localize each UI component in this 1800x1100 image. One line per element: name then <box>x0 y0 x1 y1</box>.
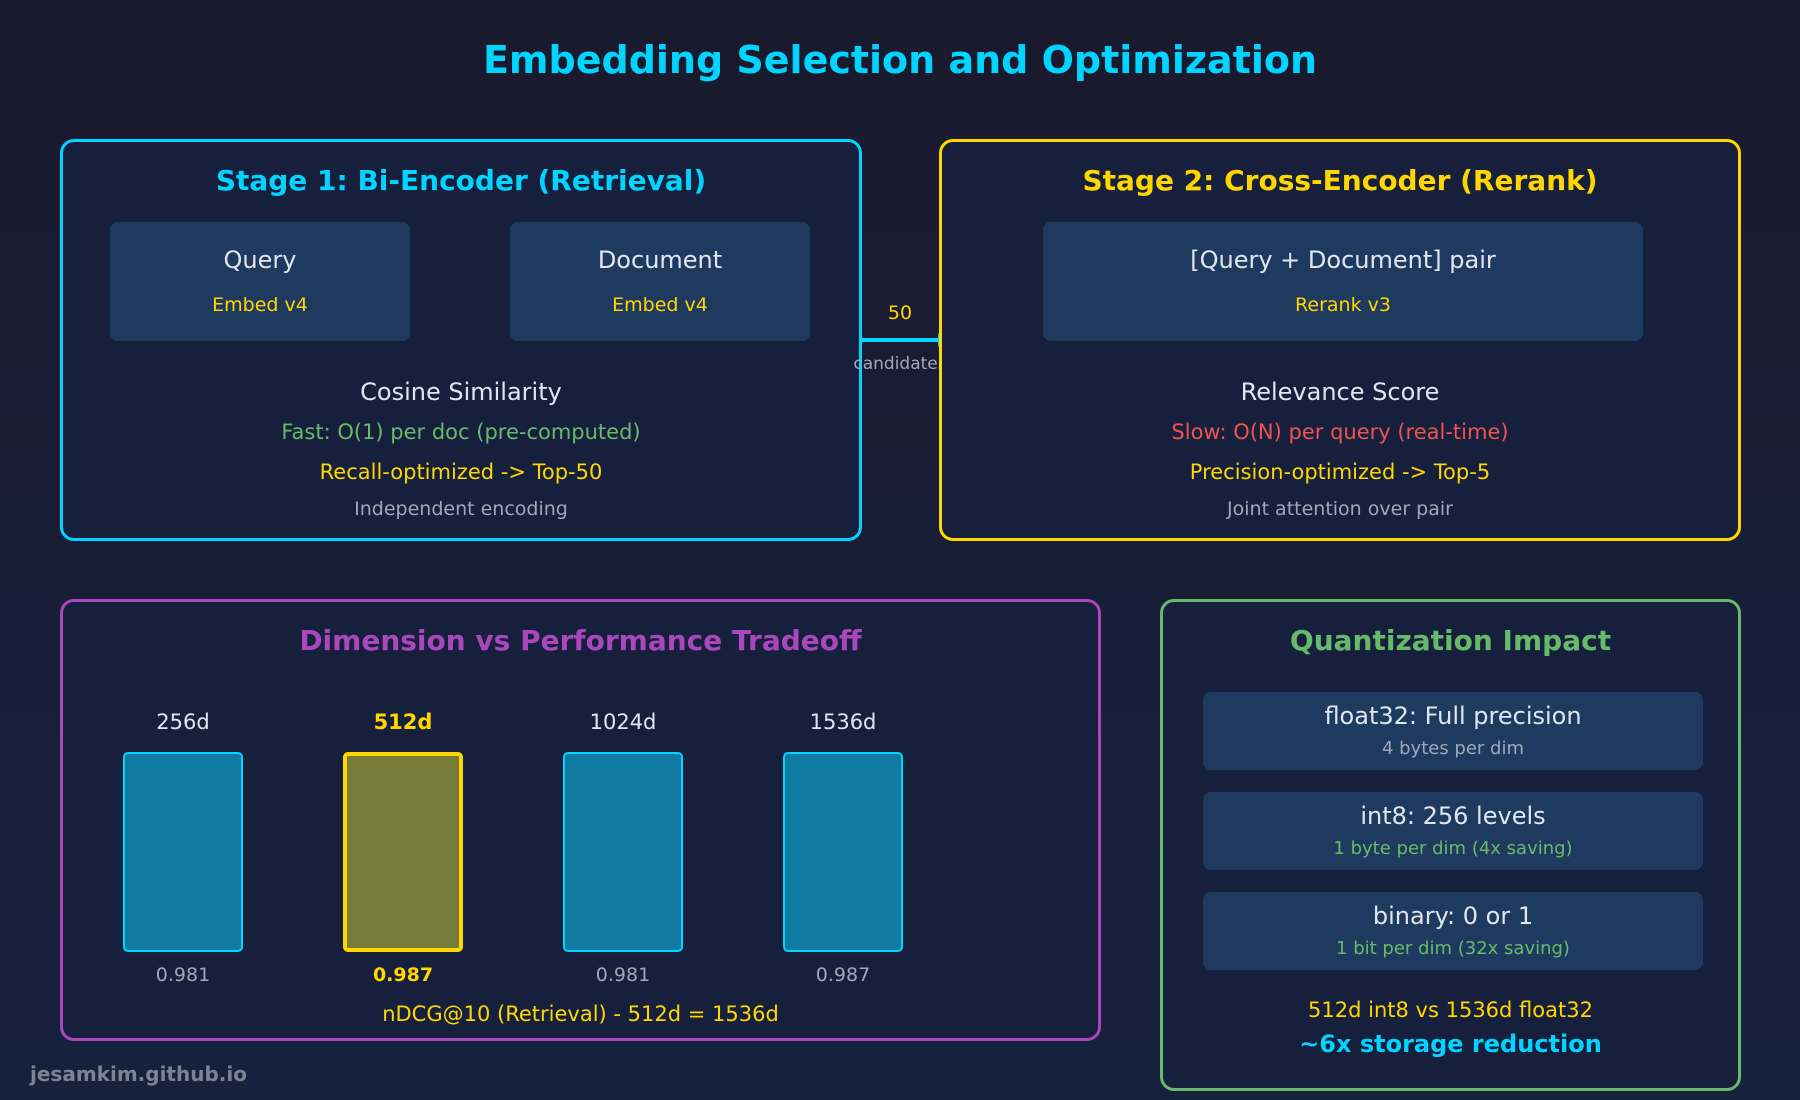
dimension-caption: nDCG@10 (Retrieval) - 512d = 1536d <box>382 1002 779 1026</box>
page-title: Embedding Selection and Optimization <box>482 38 1318 82</box>
quant-binary-box: binary: 0 or 1 1 bit per dim (32x saving… <box>1203 892 1703 970</box>
bar <box>783 752 903 952</box>
flow-arrow-icon <box>860 333 948 347</box>
bar-label: 1536d <box>809 710 877 734</box>
quant-float32-label: float32: Full precision <box>1324 702 1582 730</box>
bar <box>123 752 243 952</box>
query-model: Embed v4 <box>212 294 308 316</box>
document-model: Embed v4 <box>612 294 708 316</box>
quant-float32-detail: 4 bytes per dim <box>1381 738 1525 759</box>
dimension-panel: Dimension vs Performance Tradeoff 256d 0.… <box>60 599 1101 1041</box>
stage2-metric: Relevance Score <box>1240 378 1440 406</box>
dimension-title: Dimension vs Performance Tradeoff <box>299 624 862 657</box>
quant-summary: 512d int8 vs 1536d float32 <box>1308 998 1593 1022</box>
stage1-title: Stage 1: Bi-Encoder (Retrieval) <box>215 164 707 197</box>
bar-column-1024d: 1024d 0.981 <box>563 710 683 1010</box>
stage2-note: Joint attention over pair <box>1227 498 1453 520</box>
stage2-goal: Precision-optimized -> Top-5 <box>1189 460 1491 484</box>
bar-value: 0.987 <box>372 964 434 986</box>
pair-label: [Query + Document] pair <box>1190 246 1496 274</box>
footer-credit: jesamkim.github.io <box>30 1062 247 1086</box>
quant-int8-label: int8: 256 levels <box>1360 802 1546 830</box>
quant-int8-detail: 1 byte per dim (4x saving) <box>1333 838 1573 859</box>
bar-label: 512d <box>373 710 433 734</box>
quant-binary-detail: 1 bit per dim (32x saving) <box>1336 938 1570 959</box>
stage1-speed: Fast: O(1) per doc (pre-computed) <box>281 420 641 444</box>
quant-int8-box: int8: 256 levels 1 byte per dim (4x savi… <box>1203 792 1703 870</box>
query-label: Query <box>223 246 297 274</box>
bar <box>343 752 463 952</box>
bar-value: 0.987 <box>815 964 871 986</box>
quantization-title: Quantization Impact <box>1289 624 1612 657</box>
bar-label: 1024d <box>589 710 657 734</box>
quantization-panel: Quantization Impact float32: Full precis… <box>1160 599 1741 1091</box>
pair-box: [Query + Document] pair Rerank v3 <box>1043 222 1643 341</box>
stage2-speed: Slow: O(N) per query (real-time) <box>1171 420 1509 444</box>
stage1-panel: Stage 1: Bi-Encoder (Retrieval) Query Em… <box>60 139 862 541</box>
quant-float32-box: float32: Full precision 4 bytes per dim <box>1203 692 1703 770</box>
quant-result: ~6x storage reduction <box>1299 1030 1602 1058</box>
stage1-note: Independent encoding <box>354 498 568 520</box>
candidates-label: candidates <box>853 354 947 374</box>
bar-value: 0.981 <box>595 964 651 986</box>
bar-column-512d: 512d 0.987 <box>343 710 463 1010</box>
document-box: Document Embed v4 <box>510 222 810 341</box>
bar-label: 256d <box>156 710 210 734</box>
stage1-metric: Cosine Similarity <box>360 378 562 406</box>
stage2-panel: Stage 2: Cross-Encoder (Rerank) [Query +… <box>939 139 1741 541</box>
bar <box>563 752 683 952</box>
query-box: Query Embed v4 <box>110 222 410 341</box>
candidates-count: 50 <box>887 302 913 324</box>
quant-binary-label: binary: 0 or 1 <box>1372 902 1534 930</box>
stage1-goal: Recall-optimized -> Top-50 <box>319 460 603 484</box>
stage2-title: Stage 2: Cross-Encoder (Rerank) <box>1082 164 1598 197</box>
bar-column-256d: 256d 0.981 <box>123 710 243 1010</box>
pair-model: Rerank v3 <box>1295 294 1391 316</box>
bar-value: 0.981 <box>155 964 211 986</box>
document-label: Document <box>597 246 723 274</box>
bar-column-1536d: 1536d 0.987 <box>783 710 903 1010</box>
dimension-bar-chart: 256d 0.981 512d 0.987 1024d 0.981 1536d 0.987 <box>63 602 1098 1038</box>
